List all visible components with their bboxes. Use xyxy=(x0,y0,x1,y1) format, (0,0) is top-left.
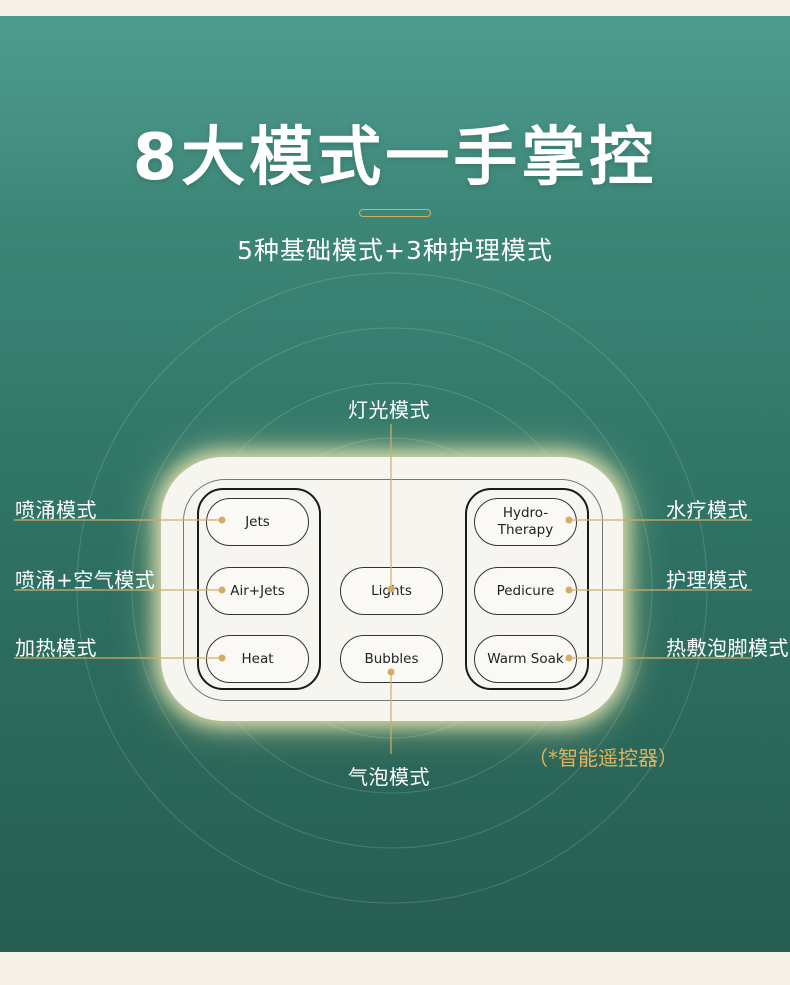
air-jets-button[interactable]: Air+Jets xyxy=(206,567,309,615)
heat-mode-label: 加热模式 xyxy=(15,636,97,660)
care-mode-group xyxy=(465,488,589,690)
bubbles-button[interactable]: Bubbles xyxy=(340,635,443,683)
light-mode-label: 灯光模式 xyxy=(348,398,430,422)
care-mode-label: 护理模式 xyxy=(666,568,748,592)
smart-remote-note: （*智能遥控器） xyxy=(528,746,678,770)
heat-button-label: Heat xyxy=(241,650,274,667)
bubble-mode-label: 气泡模式 xyxy=(348,765,430,789)
product-banner: 8大模式一手掌控 5种基础模式+3种护理模式 Jets Air+Jets Hea… xyxy=(0,16,790,952)
hydro-therapy-button[interactable]: Hydro- Therapy xyxy=(474,498,577,546)
basic-mode-group xyxy=(197,488,321,690)
air-jets-button-label: Air+Jets xyxy=(230,582,285,599)
concentric-rings-decoration xyxy=(76,272,708,904)
lights-button[interactable]: Lights xyxy=(340,567,443,615)
hydrotherapy-mode-label: 水疗模式 xyxy=(666,498,748,522)
title-divider xyxy=(359,209,431,217)
jets-button-label: Jets xyxy=(245,513,270,530)
bubbles-button-label: Bubbles xyxy=(364,650,419,667)
warm-soak-button[interactable]: Warm Soak xyxy=(474,635,577,683)
jet-mode-label: 喷涌模式 xyxy=(15,498,97,522)
heat-button[interactable]: Heat xyxy=(206,635,309,683)
remote-control: Jets Air+Jets Heat Lights Bubbles Hydro-… xyxy=(161,457,623,721)
lights-button-label: Lights xyxy=(371,582,412,599)
jets-button[interactable]: Jets xyxy=(206,498,309,546)
warm-soak-mode-label: 热敷泡脚模式 xyxy=(666,636,789,660)
page-title: 8大模式一手掌控 xyxy=(132,121,658,195)
warm-soak-button-label: Warm Soak xyxy=(487,650,564,667)
pedicure-button[interactable]: Pedicure xyxy=(474,567,577,615)
air-jet-mode-label: 喷涌+空气模式 xyxy=(15,568,156,592)
hydro-therapy-button-label: Hydro- Therapy xyxy=(497,505,554,538)
pedicure-button-label: Pedicure xyxy=(496,582,555,599)
page-subtitle: 5种基础模式+3种护理模式 xyxy=(237,236,553,265)
